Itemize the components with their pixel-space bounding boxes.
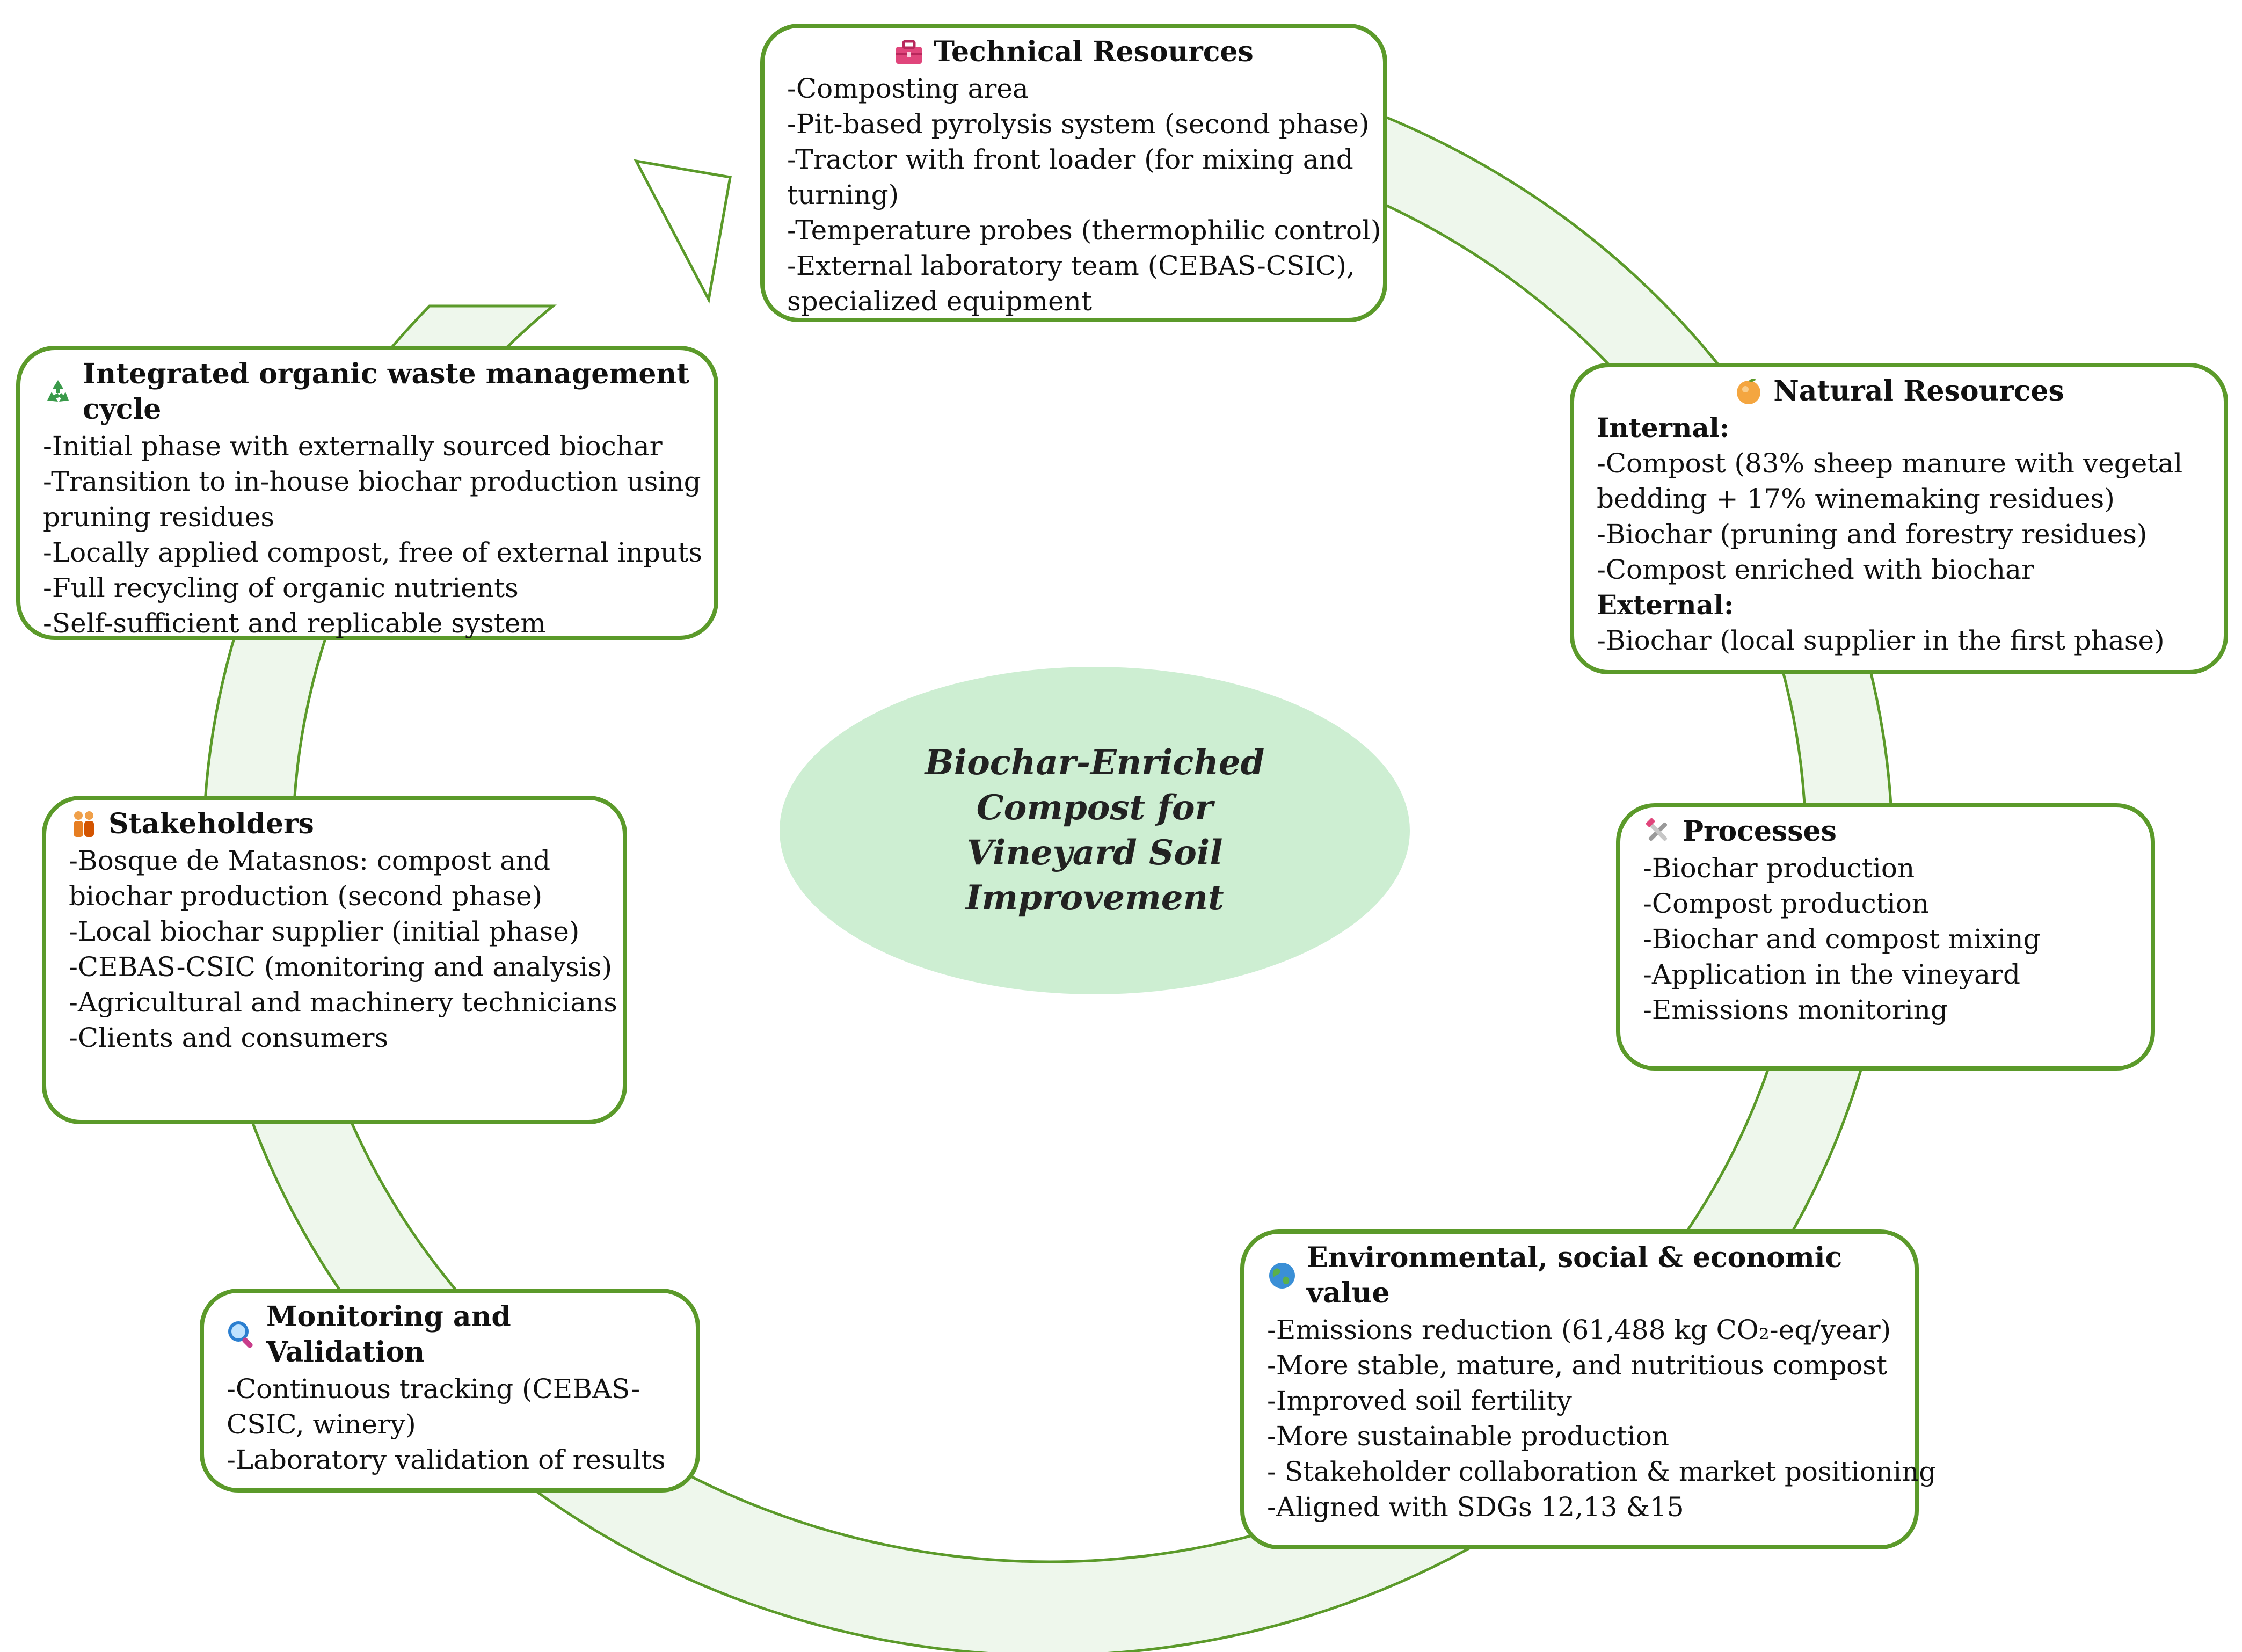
list-item: -Compost enriched with biochar	[1597, 554, 2034, 585]
list-item: turning)	[787, 179, 899, 210]
list-item: - Stakeholder collaboration & market pos…	[1267, 1456, 1937, 1487]
natural-resources-title: Natural Resources	[1773, 375, 2064, 407]
list-item: -Compost (83% sheep manure with vegetal	[1597, 448, 2183, 479]
list-item: -Agricultural and machinery technicians	[69, 987, 617, 1018]
natural-resources-header: Natural Resources	[1597, 374, 2201, 409]
list-item: CSIC, winery)	[227, 1409, 416, 1440]
list-item: -Tractor with front loader (for mixing a…	[787, 144, 1353, 175]
list-item: -Continuous tracking (CEBAS-	[227, 1373, 640, 1404]
list-item: -More sustainable production	[1267, 1421, 1670, 1452]
monitoring-title: Monitoring and Validation	[266, 1300, 511, 1369]
list-item: -Laboratory validation of results	[227, 1444, 666, 1475]
internal-label: Internal:	[1597, 412, 1730, 443]
globe-icon	[1269, 1263, 1295, 1289]
technical-resources-title: Technical Resources	[934, 35, 1254, 68]
list-item: -Clients and consumers	[69, 1022, 389, 1053]
waste-cycle-header: Integrated organic waste management cycl…	[43, 356, 691, 427]
processes-title: Processes	[1683, 815, 1837, 848]
value-header: Environmental, social & economic value	[1267, 1240, 1892, 1311]
list-item: -Compost production	[1643, 888, 1930, 919]
value-title: Environmental, social & economic value	[1307, 1241, 1843, 1309]
magnifier-icon	[228, 1321, 253, 1348]
list-item: -Transition to in-house biochar producti…	[43, 466, 701, 497]
monitoring-header: Monitoring and Validation	[227, 1299, 673, 1370]
tools-icon	[1646, 818, 1668, 841]
list-item: -Initial phase with externally sourced b…	[43, 431, 663, 462]
list-item: -Emissions monitoring	[1643, 994, 1948, 1025]
list-item: -Biochar (pruning and forestry residues)	[1597, 519, 2148, 550]
processes-box: Processes -Biochar production -Compost p…	[1616, 803, 2155, 1071]
list-item: -Pit-based pyrolysis system (second phas…	[787, 108, 1370, 140]
list-item: -Self-sufficient and replicable system	[43, 608, 546, 639]
processes-header: Processes	[1643, 814, 2128, 849]
monitoring-box: Monitoring and Validation -Continuous tr…	[200, 1289, 700, 1493]
center-title: Biochar-Enriched Compost for Vineyard So…	[925, 743, 1265, 918]
waste-cycle-title: Integrated organic waste management cycl…	[83, 358, 690, 426]
list-item: -Improved soil fertility	[1267, 1385, 1572, 1416]
center-ellipse: Biochar-Enriched Compost for Vineyard So…	[780, 667, 1410, 994]
orange-fruit-icon	[1737, 379, 1761, 404]
waste-cycle-box: Integrated organic waste management cycl…	[16, 346, 718, 640]
list-item: -Application in the vineyard	[1643, 959, 2020, 990]
technical-resources-header: Technical Resources	[787, 34, 1360, 70]
list-item: specialized equipment	[787, 286, 1092, 317]
stakeholders-title: Stakeholders	[108, 807, 314, 840]
ring-arrow-head	[634, 159, 732, 304]
value-box: Environmental, social & economic value -…	[1240, 1229, 1937, 1549]
stakeholders-header: Stakeholders	[69, 806, 600, 842]
stakeholders-box: Stakeholders -Bosque de Matasnos: compos…	[42, 796, 627, 1124]
list-item: -Biochar production	[1643, 853, 1915, 884]
list-item: biochar production (second phase)	[69, 880, 543, 912]
list-item: -Emissions reduction (61,488 kg CO₂-eq/y…	[1267, 1314, 1891, 1345]
list-item: -Biochar (local supplier in the first ph…	[1597, 625, 2165, 656]
list-item: -Biochar and compost mixing	[1643, 923, 2041, 955]
list-item: -External laboratory team (CEBAS-CSIC),	[787, 250, 1355, 281]
list-item: -Full recycling of organic nutrients	[43, 572, 519, 603]
technical-resources-box: Technical Resources -Composting area -Pi…	[760, 24, 1387, 322]
list-item: bedding + 17% winemaking residues)	[1597, 483, 2115, 514]
external-label: External:	[1597, 589, 1734, 621]
list-item: -Temperature probes (thermophilic contro…	[787, 215, 1381, 246]
natural-resources-box: Natural Resources Internal: -Compost (83…	[1570, 363, 2228, 674]
list-item: -Local biochar supplier (initial phase)	[69, 916, 580, 947]
list-item: -Locally applied compost, free of extern…	[43, 537, 703, 568]
list-item: pruning residues	[43, 501, 275, 533]
toolbox-icon	[896, 40, 922, 64]
list-item: -More stable, mature, and nutritious com…	[1267, 1350, 1887, 1381]
list-item: -Aligned with SDGs 12,13 &15	[1267, 1491, 1684, 1523]
recycle-icon	[47, 380, 69, 402]
people-icon	[74, 811, 94, 837]
list-item: -Bosque de Matasnos: compost and	[69, 845, 551, 876]
list-item: -CEBAS-CSIC (monitoring and analysis)	[69, 951, 613, 983]
list-item: -Composting area	[787, 73, 1029, 104]
